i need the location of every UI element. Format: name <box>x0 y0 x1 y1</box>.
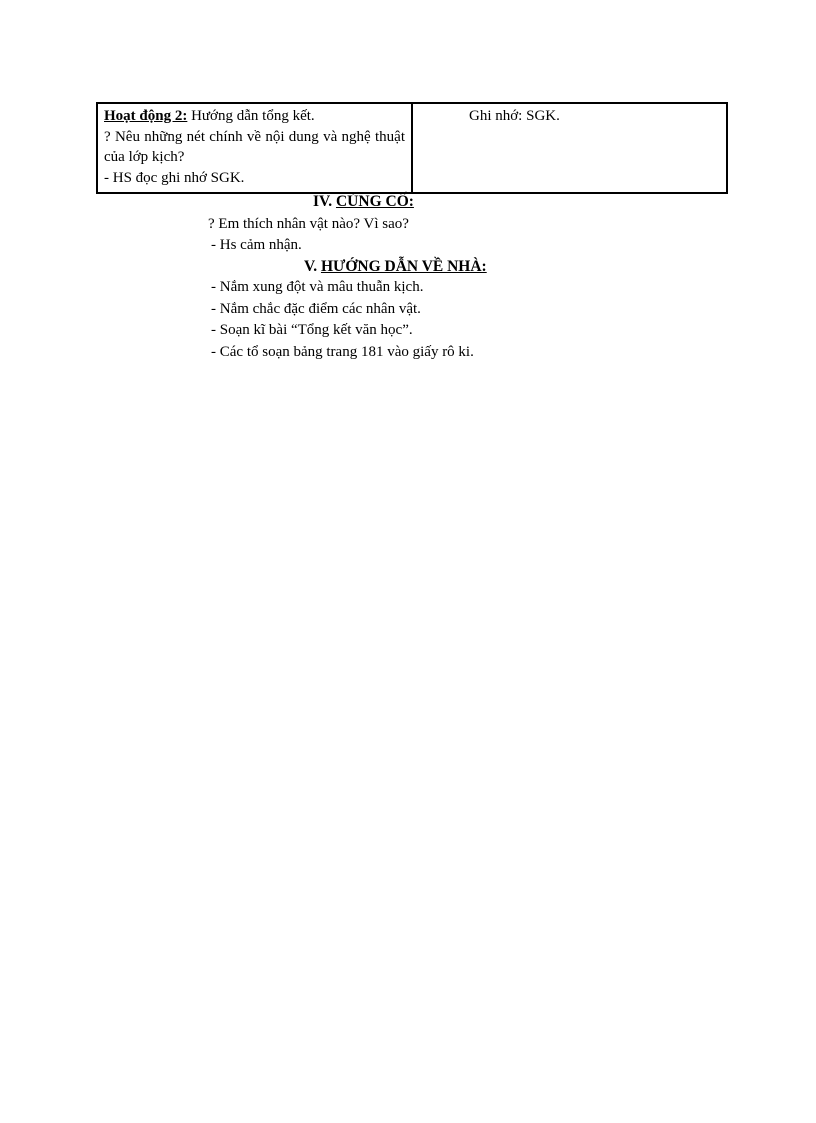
activity-title: Hoạt động 2: <box>104 108 188 124</box>
section-v-line: - Soạn kĩ bài “Tổng kết văn học”. <box>211 322 413 338</box>
note-cell: Ghi nhớ: SGK. <box>411 102 728 194</box>
section-v-number: V. <box>304 258 318 275</box>
section-v-line: - Nắm xung đột và mâu thuẫn kịch. <box>211 279 424 295</box>
section-v-heading: V. HƯỚNG DẪN VỀ NHÀ: <box>304 257 487 277</box>
section-iv-number: IV. <box>313 193 333 210</box>
activity-task: - HS đọc ghi nhớ SGK. <box>104 169 245 186</box>
activity-heading-line: Hoạt động 2: Hướng dẫn tổng kết. <box>104 106 405 127</box>
section-iv-line: ? Em thích nhân vật nào? Vì sao? <box>208 216 409 232</box>
activity-question: ? Nêu những nét chính về nội dung và ngh… <box>104 128 405 166</box>
section-iv-line: - Hs cảm nhận. <box>211 237 302 253</box>
lesson-table: Hoạt động 2: Hướng dẫn tổng kết. ? Nêu n… <box>96 102 728 194</box>
section-v-title: HƯỚNG DẪN VỀ NHÀ: <box>320 258 487 275</box>
activity-text: Hướng dẫn tổng kết. <box>187 108 315 124</box>
activity-cell: Hoạt động 2: Hướng dẫn tổng kết. ? Nêu n… <box>96 102 413 194</box>
note-text: Ghi nhớ: SGK. <box>469 108 560 124</box>
table-row: Hoạt động 2: Hướng dẫn tổng kết. ? Nêu n… <box>96 102 728 194</box>
section-v-line: - Nắm chắc đặc điểm các nhân vật. <box>211 301 421 317</box>
section-iv-title: CỦNG CỐ: <box>335 193 414 210</box>
section-v-line: - Các tổ soạn bảng trang 181 vào giấy rô… <box>211 344 474 360</box>
section-iv-heading: IV. CỦNG CỐ: <box>313 192 414 212</box>
